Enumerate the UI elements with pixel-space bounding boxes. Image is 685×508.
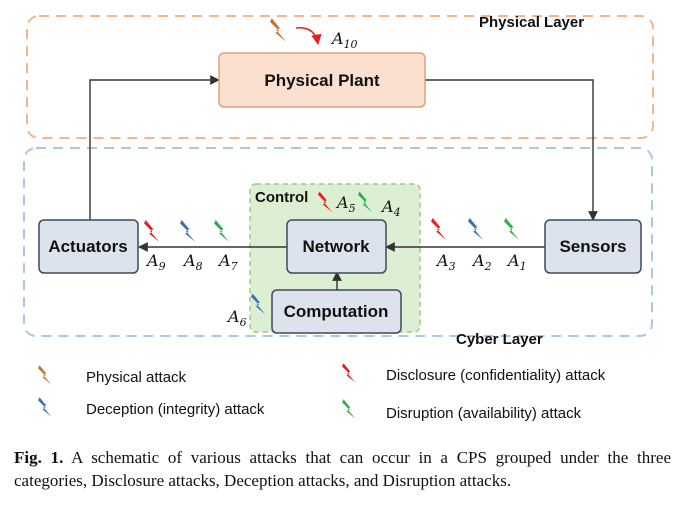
attack-a4-label: A4 bbox=[380, 197, 401, 219]
legend-disclosure-bolt-icon bbox=[342, 363, 356, 383]
disruption-bolt-icon bbox=[214, 219, 230, 243]
disruption-bolt-icon bbox=[504, 217, 520, 241]
legend-disruption-label: Disruption (availability) attack bbox=[386, 405, 582, 422]
actuators-label: Actuators bbox=[48, 237, 127, 256]
figure-caption-text: A schematic of various attacks that can … bbox=[14, 448, 672, 490]
deception-bolt-icon bbox=[468, 217, 484, 241]
network-box bbox=[286, 219, 387, 274]
attack-a6-label: A6 bbox=[226, 307, 247, 329]
disclosure-bolt-icon bbox=[431, 217, 447, 241]
deception-bolt-icon bbox=[180, 219, 196, 243]
attack-a5-label: A5 bbox=[335, 193, 356, 215]
legend-physical-label: Physical attack bbox=[86, 369, 187, 386]
disclosure-bolt-icon bbox=[144, 219, 160, 243]
attack-a3-label: A3 bbox=[435, 251, 456, 273]
attack-a9-label: A9 bbox=[145, 251, 166, 273]
attack-a1-label: A1 bbox=[506, 251, 527, 273]
figure-caption: Fig. 1. A schematic of various attacks t… bbox=[14, 446, 671, 492]
physical-plant-box bbox=[218, 52, 426, 108]
computation-label: Computation bbox=[284, 302, 389, 321]
physical-plant-label: Physical Plant bbox=[264, 71, 380, 90]
legend-deception-label: Deception (integrity) attack bbox=[86, 401, 265, 418]
actuators-box bbox=[38, 219, 139, 274]
cyber-layer-label: Cyber Layer bbox=[456, 331, 543, 348]
attack-a10-label: A10 bbox=[330, 29, 358, 51]
legend-physical-bolt-icon bbox=[38, 365, 52, 385]
attack-a7-label: A7 bbox=[217, 251, 238, 273]
legend-deception-bolt-icon bbox=[38, 397, 52, 417]
network-label: Network bbox=[302, 237, 370, 256]
actuators-to-plant-line bbox=[89, 75, 220, 220]
legend-disclosure-label: Disclosure (confidentiality) attack bbox=[386, 367, 606, 384]
figure-caption-label: Fig. 1. bbox=[14, 448, 64, 467]
plant-to-sensors-line bbox=[425, 79, 598, 221]
legend-disruption-bolt-icon bbox=[342, 399, 356, 419]
control-label: Control bbox=[255, 189, 308, 206]
computation-box bbox=[271, 289, 402, 334]
attack-a8-label: A8 bbox=[182, 251, 203, 273]
physical-layer-box bbox=[26, 15, 654, 139]
attack-a2-label: A2 bbox=[471, 251, 492, 273]
a10-curved-arrow bbox=[295, 27, 322, 46]
sensors-label: Sensors bbox=[559, 237, 626, 256]
physical-attack-bolt-icon bbox=[270, 18, 287, 42]
cyber-layer-box bbox=[23, 147, 653, 337]
sensors-box bbox=[544, 219, 642, 274]
physical-layer-label: Physical Layer bbox=[479, 14, 584, 31]
